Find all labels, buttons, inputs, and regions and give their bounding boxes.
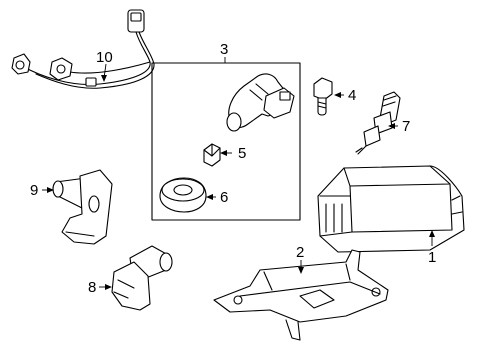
mounting-bracket-part-2 (213, 249, 389, 341)
svg-text:2: 2 (296, 244, 304, 261)
callout-8: 8 (88, 279, 112, 296)
crank-sensor-part-8 (111, 245, 173, 311)
grommet-part-6 (159, 177, 207, 213)
svg-text:6: 6 (220, 189, 228, 206)
svg-text:3: 3 (220, 41, 228, 58)
callout-4: 4 (334, 87, 356, 104)
svg-text:10: 10 (96, 49, 113, 66)
callout-6: 6 (206, 189, 228, 206)
svg-text:9: 9 (30, 182, 38, 199)
callout-7: 7 (388, 118, 410, 135)
cam-sensor-part-9 (52, 169, 113, 245)
bolt-part-4 (313, 77, 333, 116)
callout-1: 1 (428, 230, 436, 266)
callout-10: 10 (96, 49, 113, 82)
engine-control-module (317, 165, 465, 253)
knock-sensor-harness (11, 9, 155, 89)
svg-text:7: 7 (402, 118, 410, 135)
svg-text:4: 4 (348, 87, 356, 104)
callout-5: 5 (220, 145, 246, 162)
sensor-assembly (226, 73, 295, 132)
svg-text:5: 5 (238, 145, 246, 162)
callout-3: 3 (220, 41, 228, 63)
spark-plug-part-7 (355, 91, 401, 155)
svg-text:8: 8 (88, 279, 96, 296)
svg-text:1: 1 (428, 249, 436, 266)
callout-9: 9 (30, 182, 54, 199)
part-group-box (151, 62, 301, 221)
callout-2: 2 (296, 244, 304, 274)
bolt-part-5 (203, 143, 221, 167)
